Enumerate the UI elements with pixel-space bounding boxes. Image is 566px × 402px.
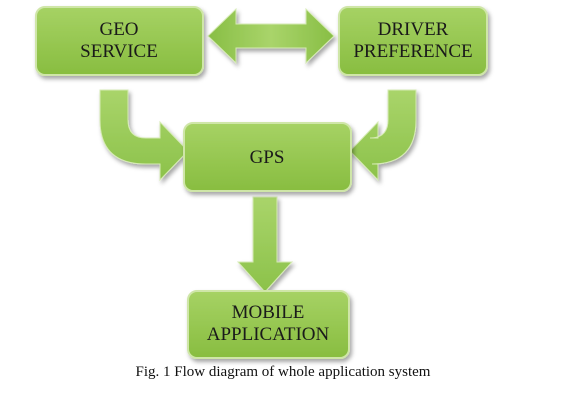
gps-to-mobile-arrow xyxy=(236,196,294,293)
node-mobile-application: MOBILE APPLICATION xyxy=(187,290,350,359)
node-gps: GPS xyxy=(183,122,352,192)
mobile-application-label-line2: APPLICATION xyxy=(207,324,330,345)
bidirectional-arrow xyxy=(207,7,335,65)
driver-to-gps-arrow xyxy=(349,89,417,182)
geo-service-label-line1: GEO xyxy=(99,19,138,40)
mobile-application-label-line1: MOBILE xyxy=(232,302,305,323)
gps-label: GPS xyxy=(250,147,285,168)
figure-caption: Fig. 1 Flow diagram of whole application… xyxy=(135,364,431,380)
driver-preference-label-line2: PREFERENCE xyxy=(353,41,472,62)
node-geo-service: GEO SERVICE xyxy=(35,6,204,76)
node-driver-preference: DRIVER PREFERENCE xyxy=(338,6,488,76)
geo-to-gps-arrow xyxy=(99,89,189,182)
driver-preference-label-line1: DRIVER xyxy=(378,19,449,40)
geo-service-label-line2: SERVICE xyxy=(80,41,158,62)
